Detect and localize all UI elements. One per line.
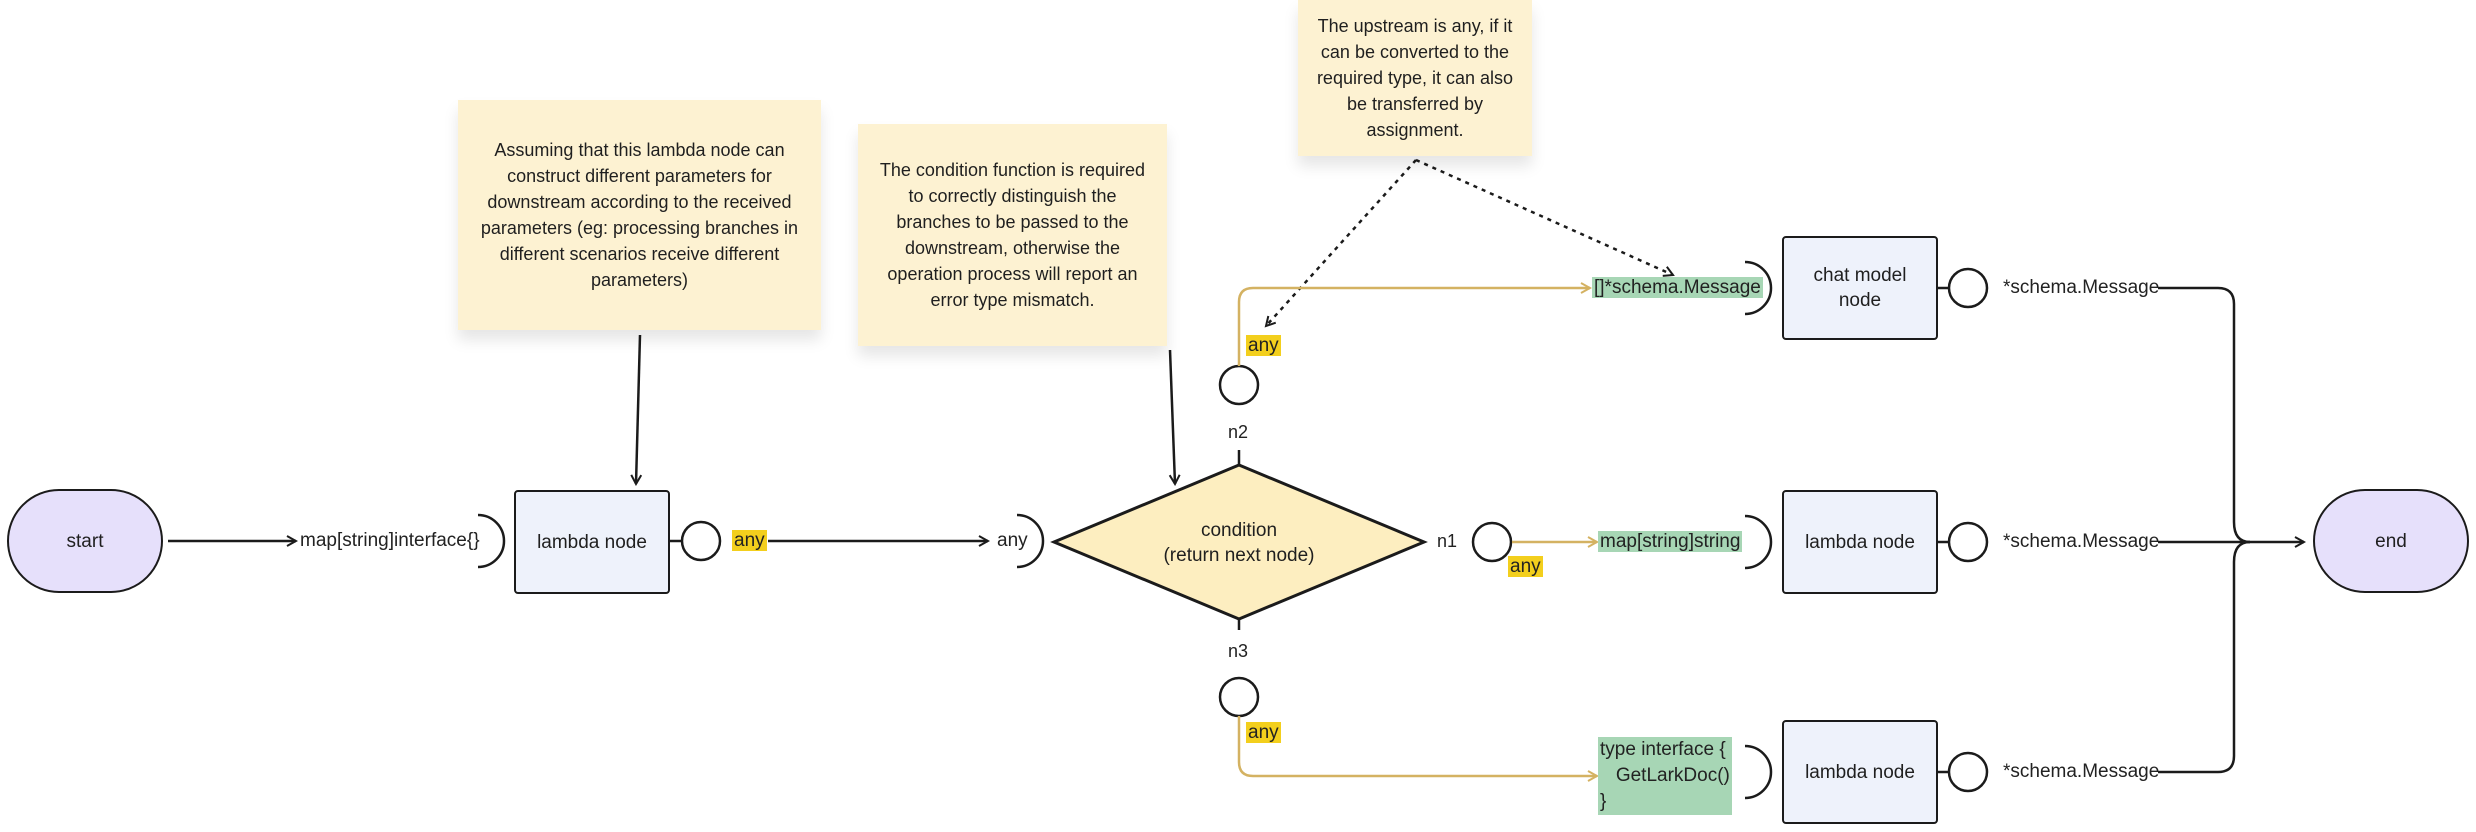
output-port-lambda xyxy=(680,520,722,562)
input-socket-lambda xyxy=(477,513,506,569)
n2-any-type: any xyxy=(1246,334,1281,358)
note-lambda-text: Assuming that this lambda node can const… xyxy=(480,140,799,290)
edge-n3-to-lambda xyxy=(1237,716,1597,776)
lambda-n1-output-type-text: *schema.Message xyxy=(2003,531,2160,552)
edge-upstream-note-to-n2 xyxy=(1266,159,1417,326)
chat-model-node[interactable]: chat model node xyxy=(1782,236,1938,340)
chat-model-node-label: chat model node xyxy=(1813,265,1907,311)
start-label: start xyxy=(66,530,104,552)
end-node[interactable]: end xyxy=(2313,489,2469,593)
lambda-n3-input-type: type interface { GetLarkDoc() } xyxy=(1598,737,1732,815)
input-socket-chat xyxy=(1744,260,1773,316)
n1-any-type: any xyxy=(1508,555,1543,579)
output-port-lambda-n3 xyxy=(1947,751,1989,793)
condition-input-type-text: any xyxy=(997,530,1028,551)
lambda-node-n1[interactable]: lambda node xyxy=(1782,490,1938,594)
lambda-node-main[interactable]: lambda node xyxy=(514,490,670,594)
branch-label-n2: n2 xyxy=(1228,422,1249,442)
chat-input-type-text: []*schema.Message xyxy=(1592,277,1763,298)
n1-any-type-text: any xyxy=(1508,556,1543,577)
lambda-output-type: any xyxy=(732,529,767,553)
condition-label: condition (return next node) xyxy=(1104,512,1374,574)
condition-label-line2: (return next node) xyxy=(1163,545,1315,566)
chat-output-type: *schema.Message xyxy=(2003,276,2159,300)
chat-input-type: []*schema.Message xyxy=(1592,276,1763,300)
output-port-lambda-n1 xyxy=(1947,521,1989,563)
start-node[interactable]: start xyxy=(7,489,163,593)
condition-label-line1: condition xyxy=(1200,520,1278,541)
lambda-node-n3-label: lambda node xyxy=(1805,761,1915,783)
lambda-output-type-text: any xyxy=(732,530,767,551)
lambda-n3-output-type-text: *schema.Message xyxy=(2003,761,2160,782)
input-socket-lambda-n1 xyxy=(1744,514,1773,570)
input-socket-lambda-n3 xyxy=(1744,744,1773,800)
lambda-node-n3[interactable]: lambda node xyxy=(1782,720,1938,824)
lambda-node-n1-label: lambda node xyxy=(1805,531,1915,553)
note-condition: The condition function is required to co… xyxy=(858,124,1167,346)
branch-label-n1: n1 xyxy=(1437,531,1458,551)
n2-any-type-text: any xyxy=(1246,335,1281,356)
port-n2 xyxy=(1218,364,1260,406)
edge-lambda-n3-to-end xyxy=(2158,540,2251,774)
edge-note-to-lambda xyxy=(636,334,640,484)
lambda-n3-input-type-text: type interface { GetLarkDoc() } xyxy=(1598,737,1732,815)
lambda-n1-output-type: *schema.Message xyxy=(2003,530,2159,554)
edge-note-to-condition xyxy=(1168,349,1175,484)
branch-label-n3: n3 xyxy=(1228,641,1249,661)
note-upstream-text: The upstream is any, if it can be conver… xyxy=(1316,16,1514,140)
input-socket-condition xyxy=(1016,513,1045,569)
note-condition-text: The condition function is required to co… xyxy=(879,160,1146,310)
end-label: end xyxy=(2375,530,2407,552)
port-n3 xyxy=(1218,676,1260,718)
edge-chat-to-end xyxy=(2158,286,2251,544)
n3-any-type: any xyxy=(1246,721,1281,745)
lambda-n1-input-type: map[string]string xyxy=(1598,530,1743,554)
n3-any-type-text: any xyxy=(1246,722,1281,743)
note-lambda: Assuming that this lambda node can const… xyxy=(458,100,821,330)
lambda-input-type-text: map[string]interface{} xyxy=(300,530,480,551)
condition-input-type: any xyxy=(997,529,1028,553)
edge-n2-to-chat xyxy=(1237,288,1590,366)
lambda-n1-input-type-text: map[string]string xyxy=(1598,531,1743,552)
chat-output-type-text: *schema.Message xyxy=(2003,277,2160,298)
lambda-input-type: map[string]interface{} xyxy=(300,529,480,553)
lambda-node-main-label: lambda node xyxy=(537,531,647,553)
lambda-n3-output-type: *schema.Message xyxy=(2003,760,2159,784)
edge-upstream-note-to-chat xyxy=(1415,158,1673,275)
output-port-chat xyxy=(1947,267,1989,309)
port-n1 xyxy=(1471,521,1513,563)
note-upstream: The upstream is any, if it can be conver… xyxy=(1298,0,1532,156)
